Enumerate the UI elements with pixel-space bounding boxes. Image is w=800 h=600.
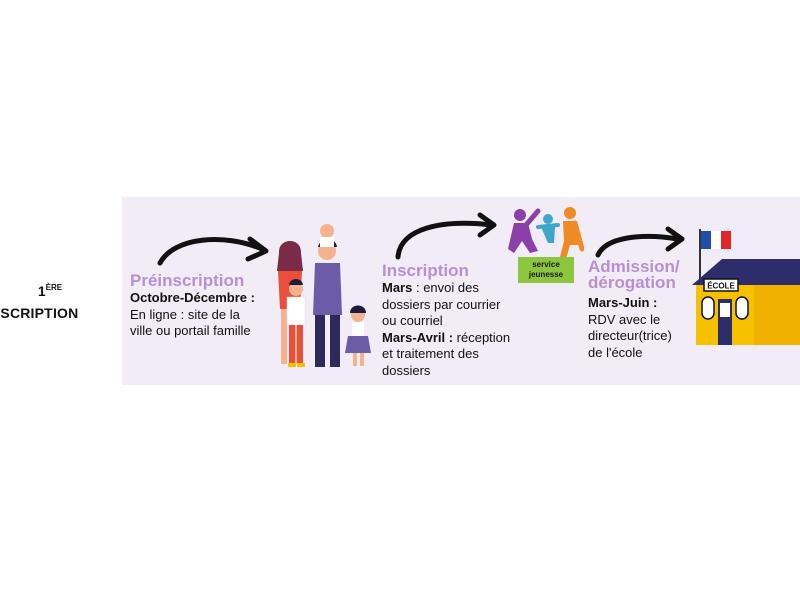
step-title-inscription: Inscription	[382, 261, 469, 280]
badge-line-1: service	[532, 260, 560, 269]
french-flag-icon	[701, 231, 731, 249]
step-text-preinscription: Octobre-Décembre : En ligne : site de la…	[130, 290, 255, 338]
step-text-admission: Mars-Juin : RDV avec le directeur(trice)…	[588, 295, 672, 360]
curved-arrow-icon	[395, 212, 497, 260]
heading-word: INSCRIPTION	[0, 305, 79, 321]
school-sign: ÉCOLE	[707, 282, 735, 291]
school-illustration: ÉCOLE	[692, 229, 800, 345]
service-jeunesse-badge: service jeunesse	[518, 257, 574, 283]
badge-line-2: jeunesse	[528, 270, 564, 279]
step-title-admission-line1: Admission/	[588, 257, 680, 276]
step-title-admission-line2: dérogation	[588, 273, 676, 292]
service-jeunesse-logo	[508, 207, 584, 259]
heading-ordinal: 1ÈRE	[37, 283, 63, 299]
step-title-preinscription: Préinscription	[130, 271, 245, 290]
step-title-admission: Admission/ dérogation	[588, 257, 680, 292]
family-illustration	[277, 224, 371, 367]
curved-arrow-icon	[595, 226, 685, 258]
side-heading: 1ÈRE INSCRIPTION	[0, 283, 100, 321]
heading-ordinal-suffix: ÈRE	[45, 283, 63, 292]
process-band: Préinscription Octobre-Décembre : En lig…	[122, 197, 800, 385]
curved-arrow-icon	[157, 236, 269, 266]
step-text-inscription: Mars : envoi des dossiers par courrier o…	[382, 280, 511, 378]
